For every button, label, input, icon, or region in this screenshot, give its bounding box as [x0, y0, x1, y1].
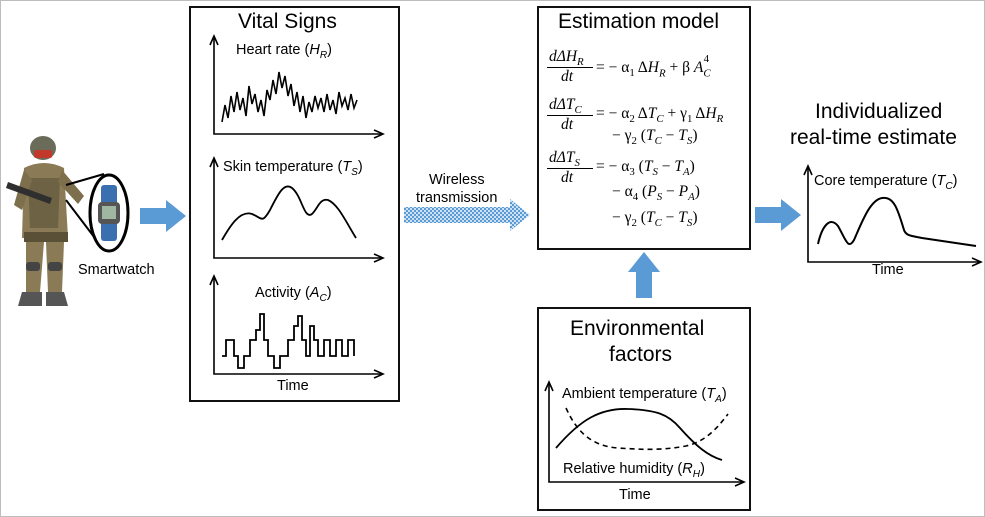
activity-signal [222, 313, 355, 369]
core-temperature-label: Core temperature (TC) [814, 173, 958, 192]
eq3-fraction-bar [547, 168, 593, 169]
eq3-denominator: dt [561, 169, 574, 186]
arrow-environment-to-model [628, 252, 660, 298]
eq1-denominator: dt [561, 68, 574, 85]
eq2-denominator: dt [561, 116, 574, 133]
eq1-rhs: = − α1 ΔHR + β AC4 [596, 53, 711, 80]
estimation-model-title: Estimation model [558, 10, 720, 33]
environmental-factors-box [537, 307, 751, 511]
arrow-wireless-transmission [404, 199, 530, 231]
eq3-numerator: dΔTS [549, 149, 580, 170]
heart-rate-signal [221, 71, 358, 123]
individualized-title-line1: Individualized [815, 100, 943, 123]
eq3-rhs-line1: = − α3 (TS − TA) [596, 158, 695, 179]
smartwatch-icon [98, 185, 120, 241]
relative-humidity-curve [565, 407, 729, 451]
smartwatch-label: Smartwatch [78, 262, 155, 278]
vitals-time-label: Time [277, 378, 309, 394]
soldier-figure [6, 136, 84, 306]
eq2-fraction-bar [547, 115, 593, 116]
core-temperature-signal [817, 196, 977, 247]
core-temperature-axes [803, 164, 983, 267]
heart-rate-axes [209, 34, 385, 139]
eq2-rhs-line2: − γ2 (TC − TS) [612, 127, 698, 148]
skin-temperature-axes [209, 156, 385, 263]
environmental-title-line1: Environmental [570, 317, 705, 340]
eq1-fraction-bar [547, 67, 593, 68]
environmental-title-line2: factors [609, 343, 673, 366]
activity-label: Activity (AC) [255, 285, 332, 304]
heart-rate-label: Heart rate (HR) [236, 42, 332, 61]
environment-time-label: Time [619, 487, 651, 503]
estimate-time-label: Time [872, 262, 904, 278]
eq1-numerator: dΔHR [549, 48, 584, 69]
environment-axes [544, 380, 746, 487]
activity-axes [209, 274, 385, 379]
wireless-label-line2: transmission [416, 190, 498, 206]
skin-temperature-label: Skin temperature (TS) [223, 159, 363, 178]
ambient-temperature-curve [555, 408, 723, 461]
arrow-model-to-estimate [755, 199, 801, 231]
wireless-label-line1: Wireless [429, 172, 485, 188]
vital-signs-title: Vital Signs [238, 10, 337, 33]
eq3-rhs-line2: − α4 (PS − PA) [612, 183, 700, 204]
arrow-smartwatch-to-vitals [140, 200, 186, 232]
relative-humidity-label: Relative humidity (RH) [563, 461, 705, 480]
skin-temperature-signal [221, 185, 357, 241]
eq2-rhs-line1: = − α2 ΔTC + γ1 ΔHR [596, 105, 724, 126]
ambient-temperature-label: Ambient temperature (TA) [562, 386, 727, 405]
estimation-model-box [537, 6, 751, 250]
eq2-numerator: dΔTC [549, 96, 582, 117]
individualized-title-line2: real-time estimate [790, 126, 957, 149]
magnifier-line-top [65, 173, 105, 186]
eq3-rhs-line3: − γ2 (TC − TS) [612, 209, 698, 230]
